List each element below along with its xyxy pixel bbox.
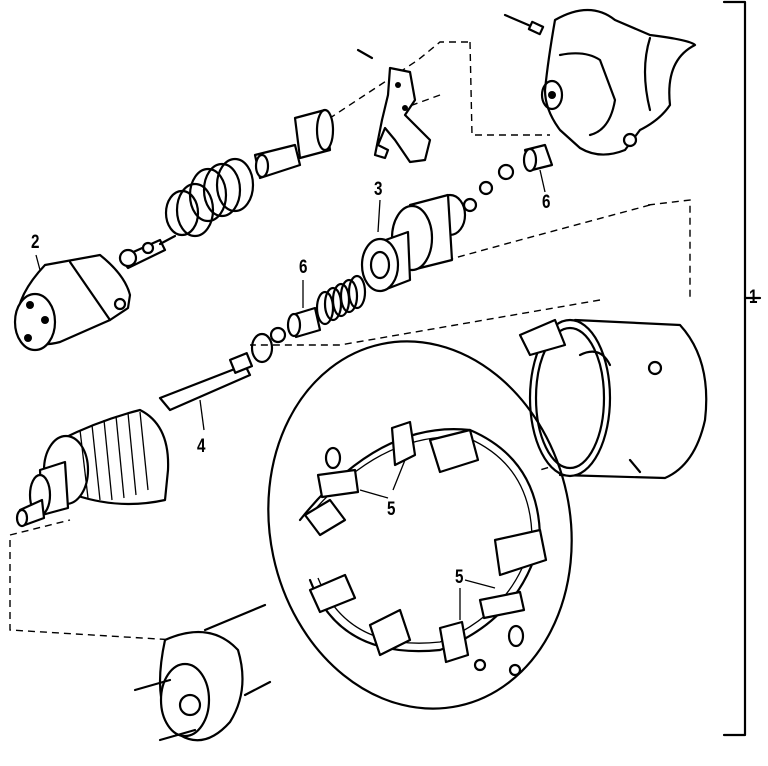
drive-housing: [13, 253, 132, 352]
callout-6-upper: 6: [542, 192, 551, 213]
callout-3: 3: [374, 179, 383, 200]
leader-lines: [35, 169, 546, 620]
solenoid: [503, 9, 697, 156]
end-frame: [133, 603, 272, 742]
drive-clutch: [360, 143, 554, 293]
plunger-springs: [164, 108, 335, 238]
contact-parts: [118, 234, 177, 270]
armature: [15, 352, 254, 528]
callout-5-lower: 5: [455, 567, 464, 588]
callout-1: 1: [749, 287, 758, 308]
drive-spring: [250, 274, 367, 364]
callout-4: 4: [197, 436, 206, 457]
callout-6-lower: 6: [299, 257, 308, 278]
callout-5-upper: 5: [387, 499, 396, 520]
field-frame: [518, 318, 708, 480]
callout-2: 2: [31, 232, 40, 253]
shift-lever: [356, 48, 432, 164]
brush-plate: [267, 340, 573, 710]
assembly-bracket: [722, 0, 762, 737]
